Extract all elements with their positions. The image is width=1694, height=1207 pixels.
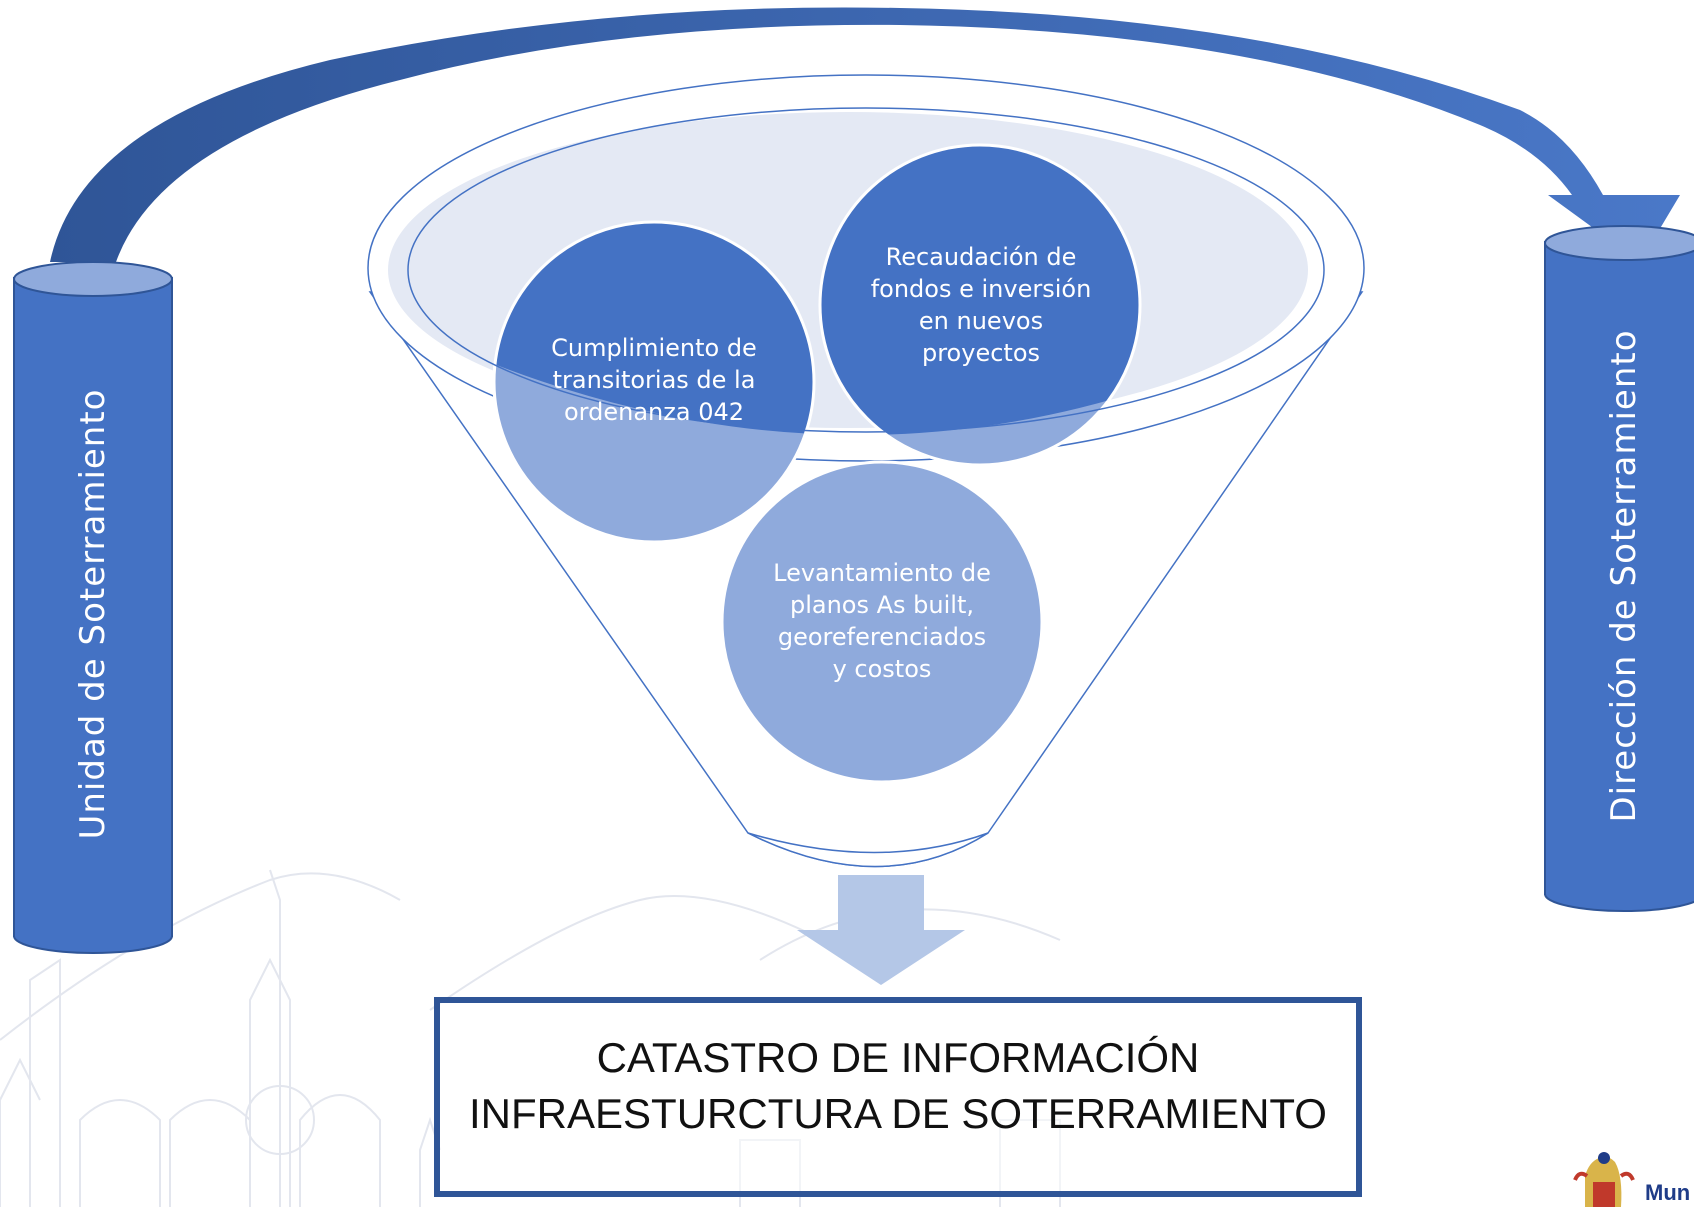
logo-text: Mun — [1645, 1180, 1691, 1205]
result-box — [434, 997, 1362, 1197]
result-title-line-1: CATASTRO DE INFORMACIÓN — [596, 1034, 1200, 1081]
right-column-cylinder — [1544, 225, 1694, 912]
municipal-coat-of-arms-icon — [1573, 1152, 1635, 1207]
funnel-circle-3 — [720, 460, 1044, 784]
left-column-label: Unidad de Soterramiento — [73, 388, 113, 840]
funnel-inner-rim — [407, 107, 1325, 433]
result-title-line-2: INFRAESTURCTURA DE SOTERRAMIENTO — [469, 1090, 1327, 1137]
result-title: CATASTRO DE INFORMACIÓN INFRAESTURCTURA … — [434, 1030, 1362, 1142]
right-column-label: Dirección de Soterramiento — [1604, 329, 1644, 823]
left-column-cylinder — [13, 261, 173, 954]
down-arrow — [797, 875, 965, 985]
